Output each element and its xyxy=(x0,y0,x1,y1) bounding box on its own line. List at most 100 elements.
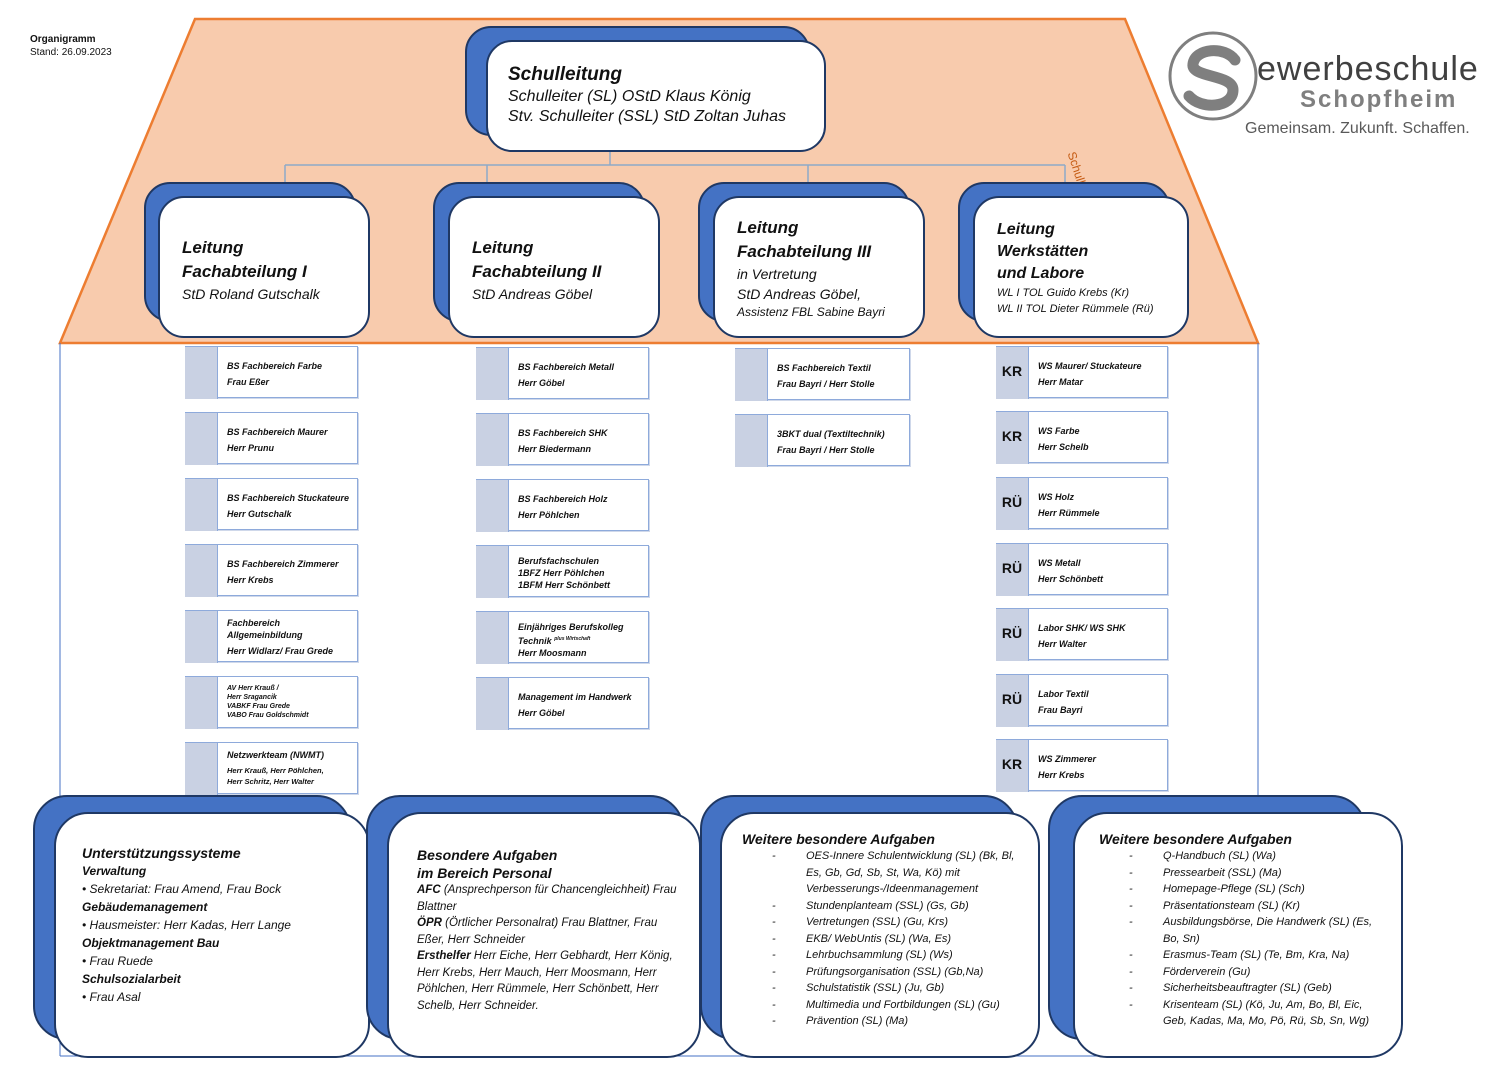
list-item: Q-Handbuch (SL) (Wa) xyxy=(1129,848,1387,865)
dept3-acting: in Vertretung xyxy=(737,266,817,282)
dept4-box: Leitung Werkstätten und Labore WL I TOL … xyxy=(973,196,1189,338)
unit-text: Netzwerkteam (NWMT)Herr Krauß, Herr Pöhl… xyxy=(227,750,325,786)
unit-marker xyxy=(185,479,218,531)
school-logo: ewerbeschule Schopfheim Gemeinsam. Zukun… xyxy=(1165,28,1495,148)
document-meta: Organigramm Stand: 26.09.2023 xyxy=(30,33,112,59)
list-item: Krisenteam (SL) (Kö, Ju, Am, Bo, Bl, Eic… xyxy=(1129,997,1387,1030)
unit-marker xyxy=(476,414,509,466)
dept3-head: StD Andreas Göbel, xyxy=(737,286,861,302)
dept2-subtitle: Fachabteilung II xyxy=(472,262,602,281)
dept1-title: Leitung xyxy=(182,238,244,257)
unit-card: Netzwerkteam (NWMT)Herr Krauß, Herr Pöhl… xyxy=(185,742,358,795)
deputy-principal-line: Stv. Schulleiter (SSL) StD Zoltan Juhas xyxy=(508,108,787,125)
tasks1-list: OES-Innere Schulentwicklung (SL) (Bk, Bl… xyxy=(772,848,1024,1030)
dept4-subtitle: Werkstätten xyxy=(997,243,1089,260)
unit-marker xyxy=(185,347,218,399)
list-item: Multimedia und Fortbildungen (SL) (Gu) xyxy=(772,997,1024,1014)
unit-marker xyxy=(476,612,509,664)
dept4-title: Leitung xyxy=(997,221,1055,238)
list-item: Präsentationsteam (SL) (Kr) xyxy=(1129,898,1387,915)
personal-text: AFC (Ansprechperson für Chancengleichhei… xyxy=(417,884,677,1012)
personal-box: Besondere Aufgaben im Bereich Personal A… xyxy=(387,812,701,1058)
list-item: Vertretungen (SSL) (Gu, Krs) xyxy=(772,914,1024,931)
personal-title: Besondere Aufgaben xyxy=(417,847,558,863)
tasks1-box: Weitere besondere Aufgaben OES-Innere Sc… xyxy=(720,812,1040,1058)
list-item: Schulstatistik (SSL) (Ju, Gb) xyxy=(772,980,1024,997)
workshop-code: KR xyxy=(996,740,1029,792)
dept4-head-1: WL I TOL Guido Krebs (Kr) xyxy=(997,287,1130,299)
principal-box: Schulleitung Schulleiter (SL) OStD Klaus… xyxy=(486,40,826,152)
list-item: Prävention (SL) (Ma) xyxy=(772,1013,1024,1030)
unit-marker xyxy=(476,348,509,400)
personal-subtitle: im Bereich Personal xyxy=(417,865,552,881)
workshop-code: RÜ xyxy=(996,544,1029,596)
document-title: Organigramm xyxy=(30,34,96,45)
dept1-box: Leitung Fachabteilung I StD Roland Gutsc… xyxy=(158,196,370,338)
logo-name: ewerbeschule xyxy=(1257,50,1479,88)
support-box: Unterstützungssysteme Verwaltung • Sekre… xyxy=(54,812,370,1058)
list-item: Lehrbuchsammlung (SL) (Ws) xyxy=(772,947,1024,964)
list-item: Stundenplanteam (SSL) (Gs, Gb) xyxy=(772,898,1024,915)
dept2-head: StD Andreas Göbel xyxy=(472,286,593,302)
unit-marker xyxy=(185,545,218,597)
unit-marker xyxy=(735,349,768,401)
list-item: Pressearbeit (SSL) (Ma) xyxy=(1129,865,1387,882)
document-date: Stand: 26.09.2023 xyxy=(30,47,112,58)
tasks1-title: Weitere besondere Aufgaben xyxy=(742,831,935,847)
list-item: Förderverein (Gu) xyxy=(1129,964,1387,981)
unit-marker xyxy=(476,546,509,598)
dept1-head: StD Roland Gutschalk xyxy=(182,286,320,302)
unit-text: 3BKT dual (Textiltechnik)Frau Bayri / He… xyxy=(777,429,885,455)
unit-marker xyxy=(185,611,218,663)
workshop-code: RÜ xyxy=(996,675,1029,727)
workshop-code: KR xyxy=(996,412,1029,464)
tasks2-title: Weitere besondere Aufgaben xyxy=(1099,831,1292,847)
list-item: Prüfungsorganisation (SSL) (Gb,Na) xyxy=(772,964,1024,981)
tasks2-box: Weitere besondere Aufgaben Q-Handbuch (S… xyxy=(1073,812,1403,1058)
unit-card: 3BKT dual (Textiltechnik)Frau Bayri / He… xyxy=(735,414,910,467)
workshop-code: RÜ xyxy=(996,609,1029,661)
list-item: EKB/ WebUntis (SL) (Wa, Es) xyxy=(772,931,1024,948)
dept3-title: Leitung xyxy=(737,218,799,237)
principal-box-title: Schulleitung xyxy=(508,64,622,85)
principal-line: Schulleiter (SL) OStD Klaus König xyxy=(508,88,751,105)
unit-marker xyxy=(185,413,218,465)
logo-city: Schopfheim xyxy=(1300,86,1458,113)
list-item: Homepage-Pflege (SL) (Sch) xyxy=(1129,881,1387,898)
dept1-subtitle: Fachabteilung I xyxy=(182,262,307,281)
support-title: Unterstützungssysteme xyxy=(82,845,241,861)
dept3-box: Leitung Fachabteilung III in Vertretung … xyxy=(713,196,925,338)
dept3-assistant: Assistenz FBL Sabine Bayri xyxy=(737,305,885,319)
